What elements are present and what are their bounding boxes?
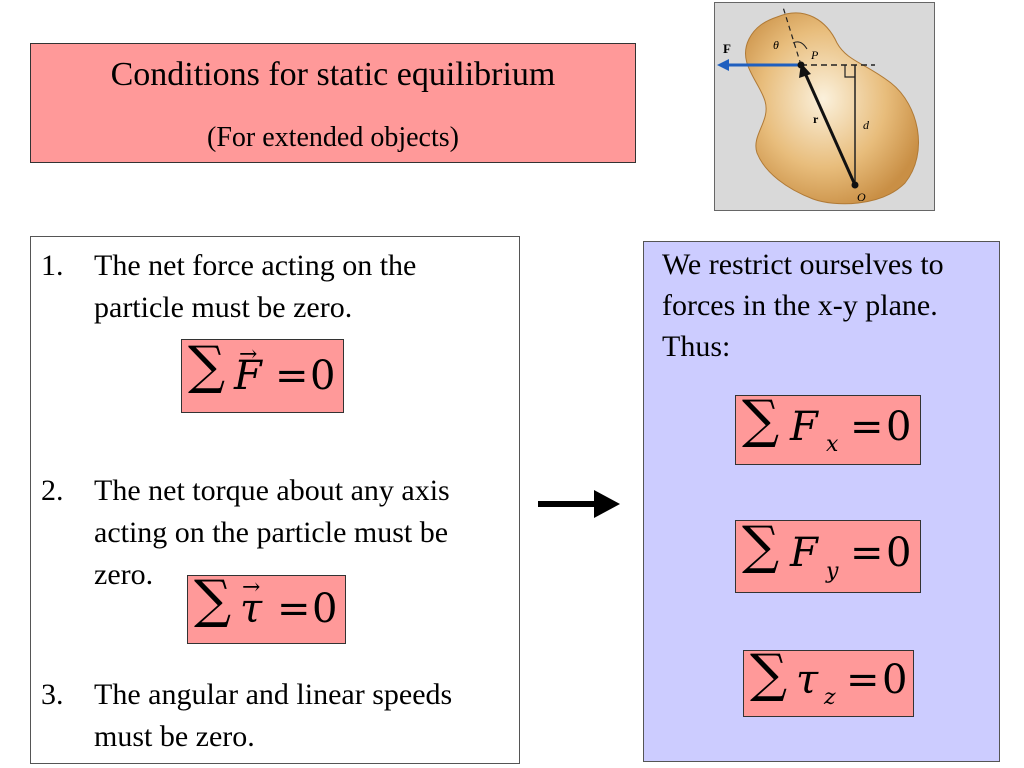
list-number: 1. — [41, 249, 64, 282]
eq-zero: 0 — [886, 404, 912, 450]
vector-arrow: → — [239, 342, 258, 367]
sum-symbol: ∑ — [742, 390, 780, 450]
list-text: The angular and linear speeds must be ze… — [94, 678, 453, 753]
equation-net-force: ∑ → F = 0 — [181, 336, 344, 413]
label-f: F — [723, 41, 731, 56]
label-o: O — [857, 190, 866, 204]
extended-object-shape — [744, 12, 919, 205]
sum-symbol: ∑ — [742, 516, 780, 576]
eq-zero: 0 — [886, 530, 912, 576]
equation-force-y: ∑ F y = 0 — [735, 516, 921, 593]
eq-zero: 0 — [312, 586, 338, 632]
slide-title: Conditions for static equilibrium — [110, 56, 556, 93]
list-text: The net torque about any axis acting on … — [94, 474, 450, 591]
vector-arrow: → — [242, 575, 261, 600]
eq-equals: = — [275, 353, 309, 399]
extension-line — [782, 6, 802, 66]
panel-text: We restrict ourselves to forces in the x… — [662, 248, 944, 363]
list-number: 3. — [41, 678, 64, 711]
eq-zero: 0 — [310, 353, 336, 399]
eq-equals: = — [846, 657, 880, 703]
eq-variable: τ — [240, 586, 263, 632]
torque-diagram-svg: F θ P r d O — [717, 6, 919, 205]
torque-diagram: F θ P r d O — [714, 2, 935, 211]
force-vector-head — [717, 59, 729, 71]
point-o — [851, 181, 859, 189]
eq-variable: F — [234, 353, 262, 399]
equation-net-torque: ∑ → τ = 0 — [187, 570, 346, 644]
eq-variable: τ — [796, 657, 819, 703]
eq-variable: F — [790, 404, 818, 450]
eq-zero: 0 — [882, 657, 908, 703]
equation-force-x: ∑ F x = 0 — [735, 390, 921, 465]
label-p: P — [810, 48, 819, 62]
label-d: d — [863, 118, 870, 132]
list-number: 2. — [41, 474, 64, 507]
right-angle-marker — [844, 65, 855, 78]
list-text: The net force acting on the particle mus… — [94, 249, 417, 324]
position-vector — [803, 72, 857, 186]
conditions-list: 1. The net force acting on the particle … — [30, 236, 520, 764]
sum-symbol: ∑ — [188, 336, 226, 396]
equation-torque-z: ∑ τ z = 0 — [743, 644, 914, 717]
right-arrow-icon — [538, 490, 620, 518]
eq-equals: = — [277, 586, 311, 632]
sum-symbol: ∑ — [750, 644, 788, 704]
theta-arc — [792, 41, 808, 50]
label-r: r — [813, 112, 819, 126]
eq-variable: F — [790, 530, 818, 576]
title-box: Conditions for static equilibrium (For e… — [30, 43, 636, 163]
slide-subtitle: (For extended objects) — [207, 122, 459, 153]
label-theta: θ — [773, 38, 779, 52]
eq-subscript: x — [826, 432, 839, 457]
eq-subscript: y — [826, 559, 839, 584]
eq-equals: = — [850, 404, 884, 450]
sum-symbol: ∑ — [194, 570, 232, 630]
point-p — [797, 61, 805, 69]
eq-equals: = — [850, 530, 884, 576]
eq-subscript: z — [824, 685, 836, 710]
